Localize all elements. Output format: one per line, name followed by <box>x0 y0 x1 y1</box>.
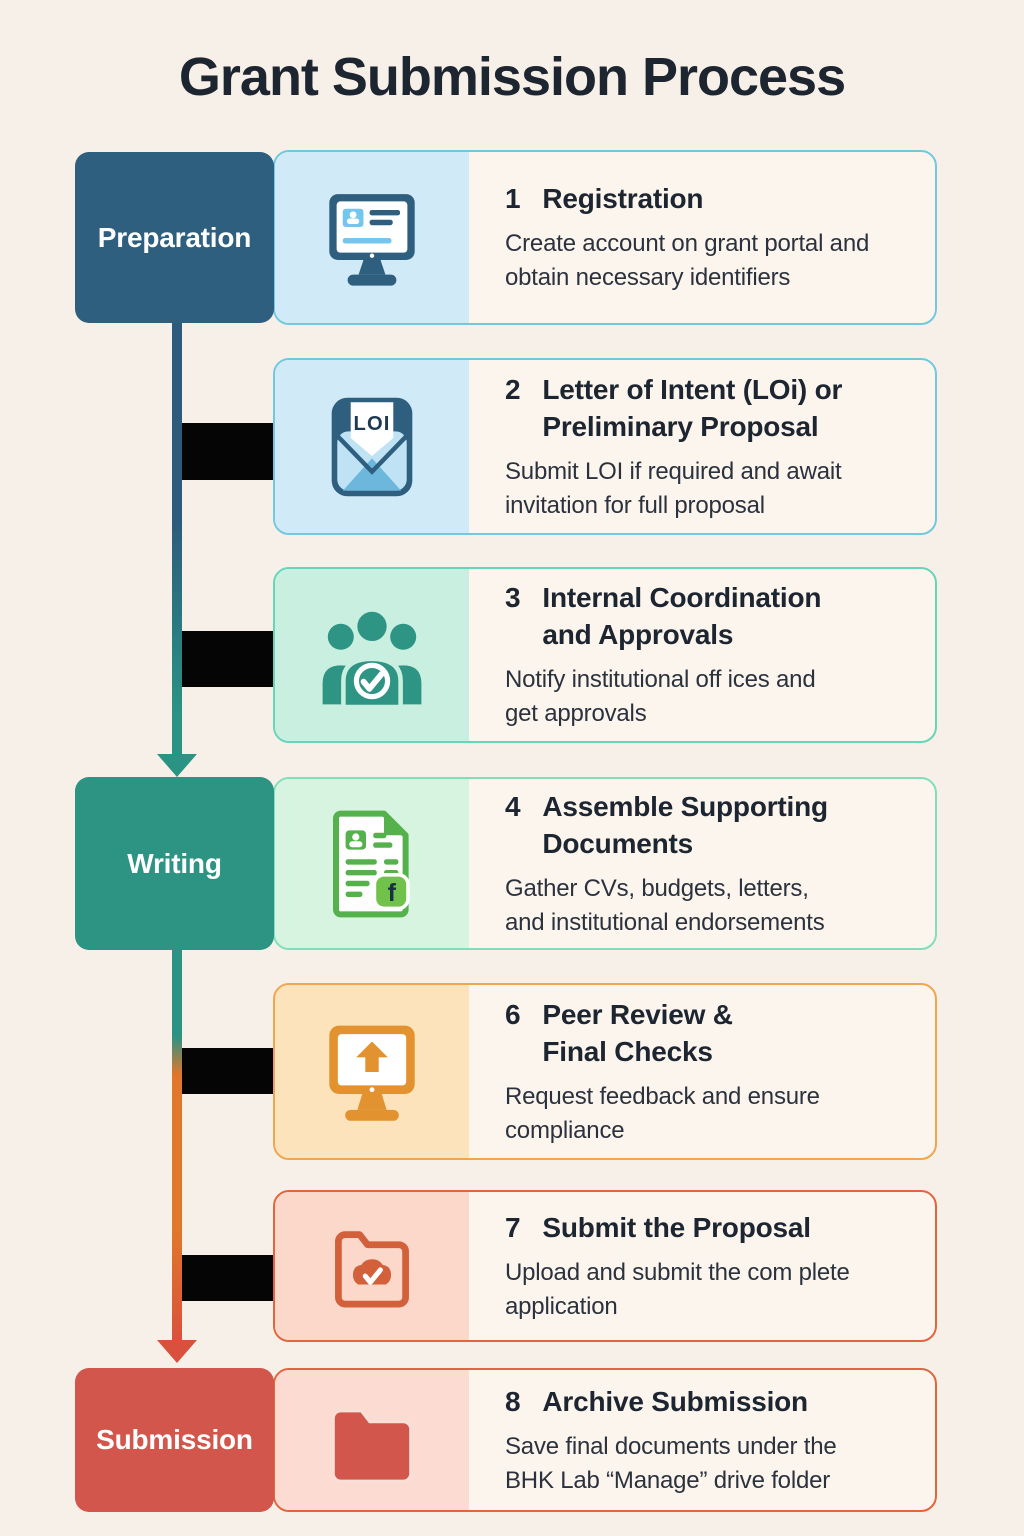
step-heading: 1 Registration <box>505 180 917 217</box>
step-icon-panel: LOI <box>275 360 469 533</box>
step-icon-panel <box>275 1192 469 1340</box>
step-card-peer-review: 6 Peer Review & Final Checks Request fee… <box>273 983 937 1160</box>
flow-connector-bar <box>180 1255 275 1301</box>
folder-icon <box>332 1410 412 1482</box>
step-title: Internal Coordination and Approvals <box>542 582 822 650</box>
step-description: Upload and submit the com plete applicat… <box>505 1258 850 1320</box>
monitor-upload-icon <box>329 1025 415 1121</box>
step-title: Letter of Intent (LOi) or Preliminary Pr… <box>542 373 843 442</box>
step-title: Assemble Supporting Documents <box>542 790 828 859</box>
step-card-registration: 1 Registration Create account on grant p… <box>273 150 937 325</box>
step-number: 3 <box>505 582 521 613</box>
step-card-archive-submission: 8 Archive Submission Save final document… <box>273 1368 937 1512</box>
step-icon-panel <box>275 569 469 741</box>
step-number: 6 <box>505 998 521 1030</box>
step-text: 3 Internal Coordination and Approvals No… <box>469 569 935 741</box>
page-title: Grant Submission Process <box>178 47 846 107</box>
stage-label: Writing <box>127 847 222 879</box>
step-text: 6 Peer Review & Final Checks Request fee… <box>469 985 935 1158</box>
step-heading: 7 Submit the Proposal <box>505 1209 917 1246</box>
step-title: Archive Submission <box>542 1385 808 1417</box>
team-approval-icon <box>322 607 422 710</box>
step-description: Notify institutional off ices and get ap… <box>505 666 816 727</box>
monitor-id-card-icon <box>329 193 415 286</box>
step-card-assemble-documents: f 4 Assemble Supporting Documents Gather… <box>273 777 937 950</box>
step-text: 1 Registration Create account on grant p… <box>469 152 935 323</box>
step-description: Create account on grant portal and obtai… <box>505 230 870 291</box>
step-text: 2 Letter of Intent (LOi) or Preliminary … <box>469 360 935 533</box>
stage-label: Preparation <box>97 221 252 253</box>
stage-box-submission: Submission <box>75 1368 274 1512</box>
step-heading: 3 Internal Coordination and Approvals <box>505 579 917 653</box>
stage-box-preparation: Preparation <box>75 152 274 323</box>
step-number: 7 <box>505 1211 521 1243</box>
step-heading: 8 Archive Submission <box>505 1383 917 1420</box>
step-title: Submit the Proposal <box>542 1211 811 1243</box>
step-description: Request feedback and ensure compliance <box>505 1082 820 1144</box>
folder-check-icon <box>335 1231 409 1308</box>
step-description: Gather CVs, budgets, letters, and instit… <box>505 874 825 936</box>
step-text: 7 Submit the Proposal Upload and submit … <box>469 1192 935 1340</box>
step-text: 8 Archive Submission Save final document… <box>469 1370 935 1510</box>
cv-document-icon: f <box>333 810 410 917</box>
flow-arrow-submission <box>157 1340 197 1363</box>
step-description: Submit LOI if required and await invitat… <box>505 457 842 519</box>
flow-connector-bar <box>180 631 275 687</box>
flow-connector-bar <box>180 1048 275 1094</box>
step-description: Save final documents under the BHK Lab “… <box>505 1432 837 1494</box>
svg-text:LOI: LOI <box>354 413 391 435</box>
flow-line-preparation-to-writing <box>172 323 182 757</box>
step-card-internal-coordination: 3 Internal Coordination and Approvals No… <box>273 567 937 743</box>
step-icon-panel <box>275 985 469 1158</box>
step-number: 4 <box>505 790 521 822</box>
stage-box-writing: Writing <box>75 777 274 950</box>
step-text: 4 Assemble Supporting Documents Gather C… <box>469 779 935 948</box>
flow-line-writing-to-submission <box>172 950 182 1340</box>
step-heading: 6 Peer Review & Final Checks <box>505 996 917 1070</box>
step-heading: 4 Assemble Supporting Documents <box>505 788 917 862</box>
step-icon-panel <box>275 1370 469 1510</box>
flow-connector-bar <box>180 423 275 480</box>
step-number: 1 <box>505 183 521 214</box>
step-title: Peer Review & Final Checks <box>542 998 733 1067</box>
svg-text:f: f <box>388 879 397 907</box>
step-number: 2 <box>505 373 521 405</box>
step-card-letter-of-intent: LOI 2 Letter of Intent (LOi) or Prelimin… <box>273 358 937 535</box>
step-icon-panel: f <box>275 779 469 948</box>
stage-label: Submission <box>96 1424 253 1455</box>
step-title: Registration <box>542 183 704 214</box>
step-heading: 2 Letter of Intent (LOi) or Preliminary … <box>505 371 917 445</box>
flow-arrow-writing <box>157 754 197 777</box>
step-number: 8 <box>505 1385 521 1417</box>
step-card-submit-proposal: 7 Submit the Proposal Upload and submit … <box>273 1190 937 1342</box>
step-icon-panel <box>275 152 469 323</box>
loi-envelope-icon: LOI <box>331 397 413 496</box>
